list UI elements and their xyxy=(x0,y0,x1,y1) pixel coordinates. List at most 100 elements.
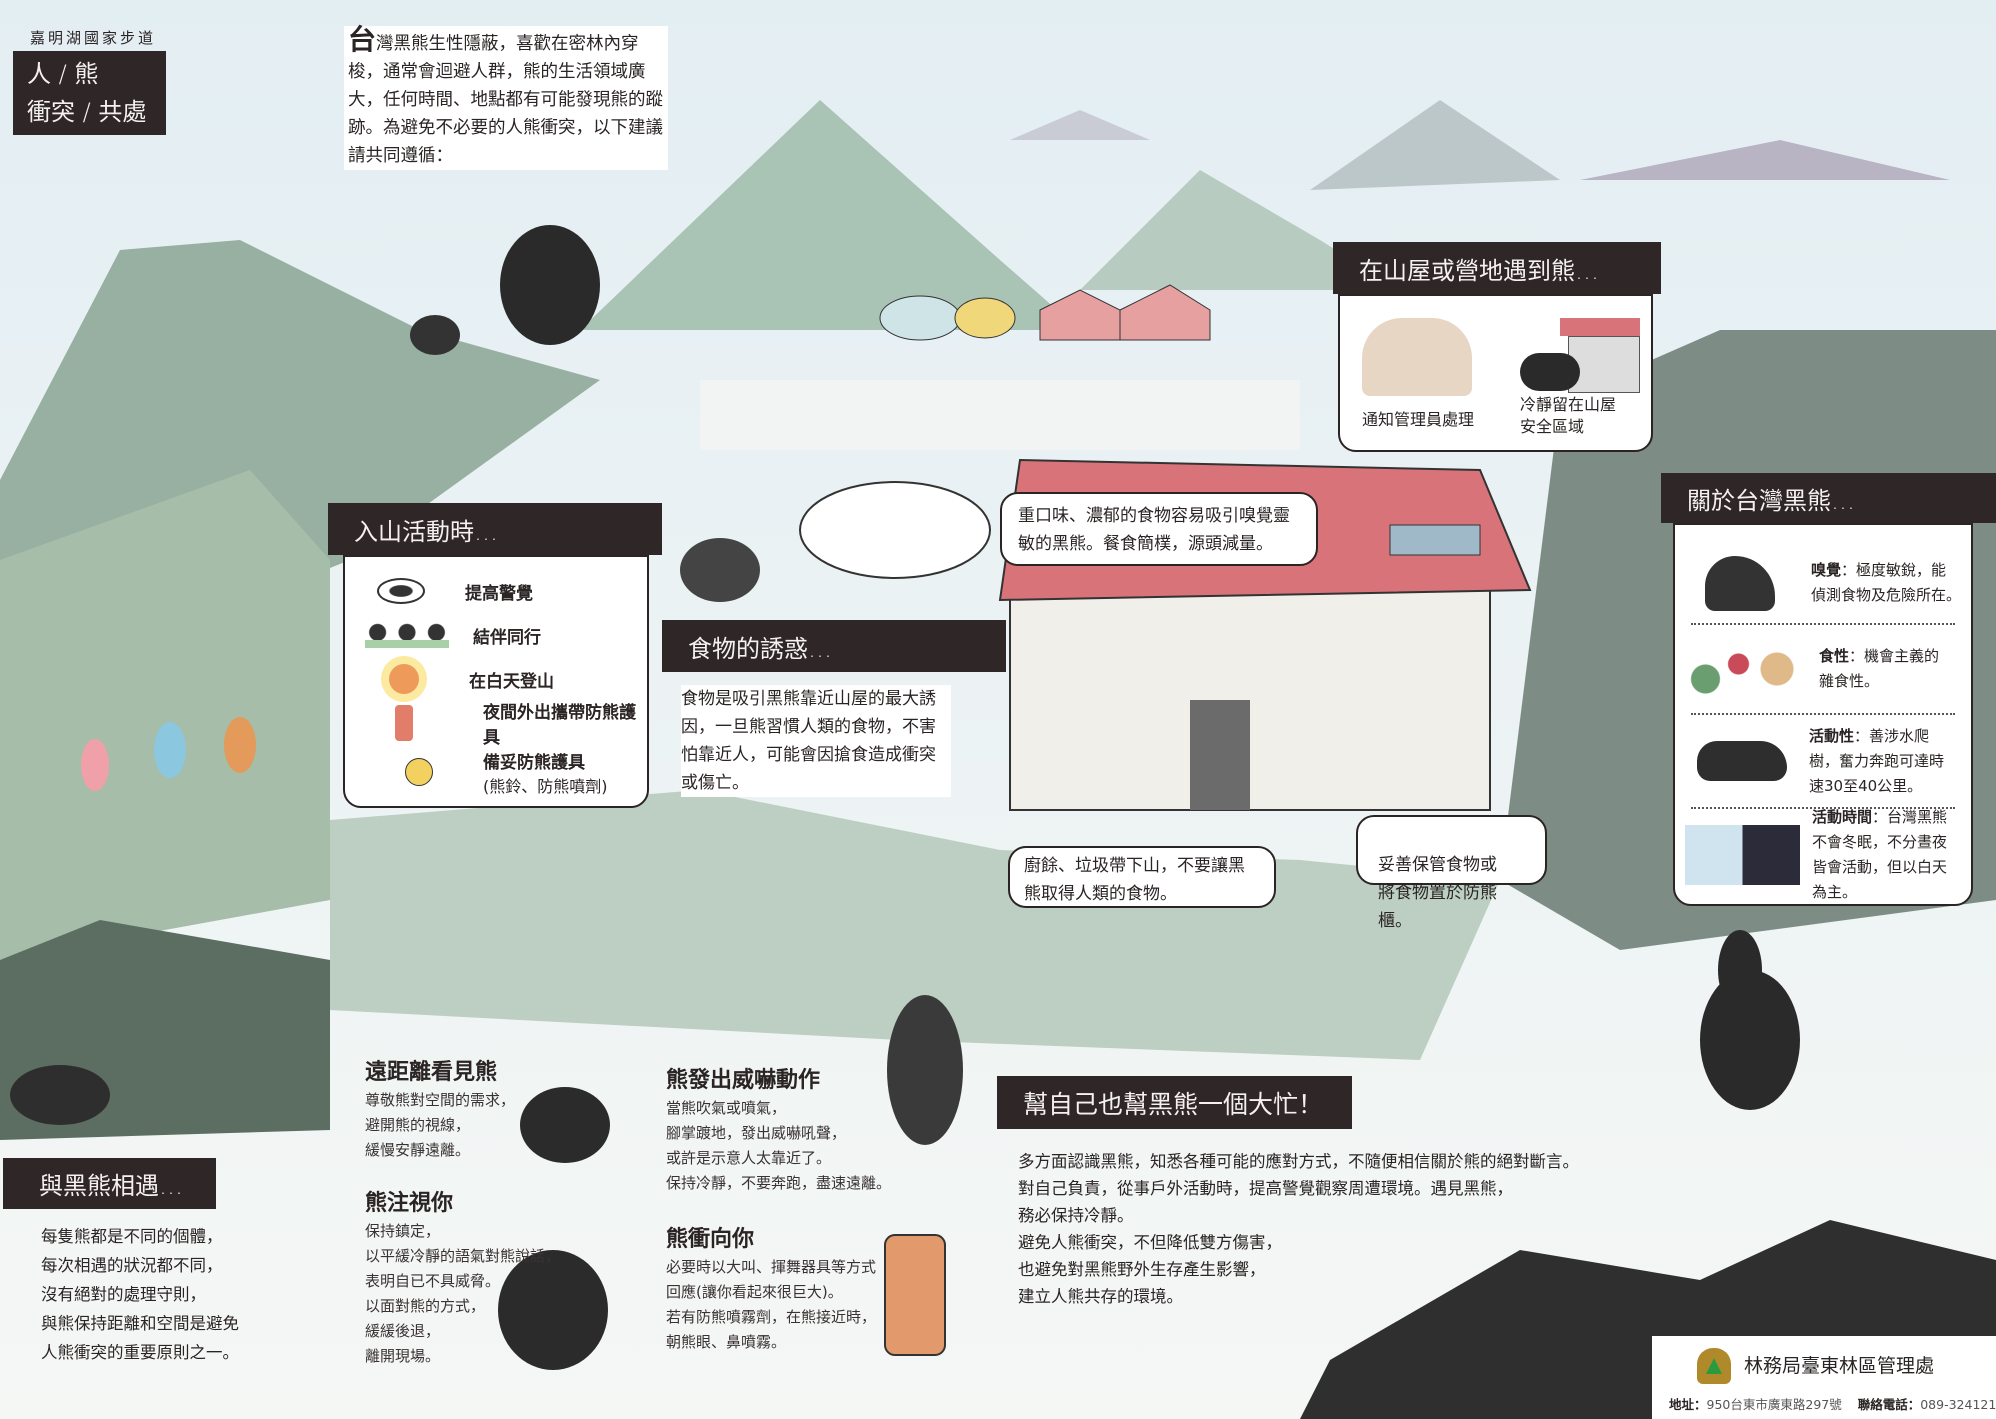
help-section-header: 幫自己也幫黑熊一個大忙！ xyxy=(997,1076,1352,1129)
bear-bell-icon xyxy=(405,758,433,786)
far-mountain xyxy=(1580,140,1950,180)
fact-term: 食性 xyxy=(1819,647,1850,665)
sun-icon xyxy=(389,664,419,694)
trash-bubble-text: 廚餘、垃圾帶下山，不要讓黑熊取得人類的食物。 xyxy=(1024,856,1245,904)
smell-speech-bubble: 重口味、濃郁的食物容易吸引嗅覺靈敏的黑熊。餐食簡樸，源頭減量。 xyxy=(1000,492,1318,566)
thought-bubble xyxy=(799,481,991,579)
about-section-header: 關於台灣黑熊… xyxy=(1661,473,1996,523)
encounter-case: 熊衝向你 必要時以大叫、揮舞器具等方式 回應(讓你看起來很巨大)。 若有防熊噴霧… xyxy=(666,1225,876,1355)
fact-text: 活動性：善涉水爬樹，奮力奔跑可達時速30至40公里。 xyxy=(1809,726,1945,795)
title-line-2: 衝突 / 共處 xyxy=(27,98,147,126)
tip-item: 在白天登山 xyxy=(365,657,647,701)
divider xyxy=(1691,713,1955,715)
tip-item: 結伴同行 xyxy=(365,613,647,657)
case-title: 遠距離看見熊 xyxy=(365,1060,498,1085)
hut-section-header: 在山屋或營地遇到熊… xyxy=(1333,242,1661,294)
mountain-section-header: 入山活動時… xyxy=(328,503,662,555)
tip-item: 提高警覺 xyxy=(365,569,647,613)
encounter-case: 遠距離看見熊 尊敬熊對空間的需求， 避開熊的視線， 緩慢安靜遠離。 xyxy=(365,1058,515,1163)
far-mountain xyxy=(1310,100,1560,190)
left-slope xyxy=(0,470,330,960)
intro-drop-cap: 台 xyxy=(348,23,377,56)
bear-sniffing-icon xyxy=(1705,555,1775,611)
agency-name: 林務局臺東林區管理處 xyxy=(1744,1355,1935,1377)
fact-desc: 台灣黑熊不會冬眠，不分晝夜皆會活動，但以白天為主。 xyxy=(1812,808,1948,901)
intro-text: 台灣黑熊生性隱蔽，喜歡在密林內穿梭，通常會迴避人群，熊的生活領域廣大，任何時間、… xyxy=(344,26,668,170)
fact-text: 食性：機會主義的雜食性。 xyxy=(1819,647,1940,690)
case-title: 熊注視你 xyxy=(365,1191,454,1216)
bear-illustration xyxy=(498,1250,608,1370)
food-section-title: 食物的誘惑… xyxy=(688,634,832,663)
fact-text: 嗅覺：極度敏銳，能偵測食物及危險所在。 xyxy=(1811,561,1962,604)
ranger-icon xyxy=(1362,318,1472,396)
case-text: 保持鎮定， 以平緩冷靜的語氣對熊說話， 表明自已不具威脅。 以面對熊的方式， 緩… xyxy=(365,1222,561,1365)
fact-term: 活動性 xyxy=(1809,726,1855,745)
case-text: 當熊吹氣或噴氣， 腳掌踱地，發出威嚇吼聲， 或許是示意人太靠近了。 保持冷靜，不… xyxy=(666,1099,892,1192)
case-title: 熊發出威嚇動作 xyxy=(666,1068,821,1093)
day-night-icon xyxy=(1685,825,1800,885)
hut-item-label: 冷靜留在山屋 安全區域 xyxy=(1520,395,1617,436)
footer-agency-box: 林務局臺東林區管理處 地址：950台東市廣東路297號 聯絡電話：089-324… xyxy=(1652,1336,1996,1419)
tip-label: 備妥防熊護具 xyxy=(483,752,585,773)
about-section-card: 嗅覺：極度敏銳，能偵測食物及危險所在。 食性：機會主義的雜食性。 活動性：善涉水… xyxy=(1673,523,1973,906)
encounter-case: 熊發出威嚇動作 當熊吹氣或噴氣， 腳掌踱地，發出威嚇吼聲， 或許是示意人太靠近了… xyxy=(666,1066,891,1196)
encounter-section-header: 與黑熊相遇… xyxy=(3,1158,216,1209)
bear-illustration xyxy=(410,315,460,355)
fact-text: 活動時間：台灣黑熊不會冬眠，不分晝夜皆會活動，但以白天為主。 xyxy=(1812,808,1948,901)
hut-section-title: 在山屋或營地遇到熊… xyxy=(1359,256,1599,285)
bear-illustration xyxy=(10,1065,110,1125)
trail-name: 嘉明湖國家步道 xyxy=(30,29,157,47)
bear-spray-illustration xyxy=(884,1234,946,1356)
phone-label: 聯絡電話： xyxy=(1857,1397,1921,1412)
hut-item-label: 通知管理員處理 xyxy=(1362,410,1475,429)
running-bear-icon xyxy=(1697,741,1787,781)
phone-value: 089-324121 xyxy=(1920,1397,1996,1412)
food-section-header: 食物的誘惑… xyxy=(662,620,1006,672)
tip-item: 備妥防熊護具 (熊鈴、防熊噴劑) xyxy=(365,745,647,799)
bear-illustration xyxy=(887,995,963,1145)
bear-spray-icon xyxy=(395,705,413,741)
fact-item: 活動時間：台灣黑熊不會冬眠，不分晝夜皆會活動，但以白天為主。 xyxy=(1675,808,1971,901)
mountain-section-title: 入山活動時… xyxy=(354,517,498,546)
fact-item: 食性：機會主義的雜食性。 xyxy=(1675,625,1971,713)
fact-desc: 善涉水爬樹，奮力奔跑可達時速30至40公里。 xyxy=(1809,726,1945,795)
fact-desc: 極度敏銳，能偵測食物及危險所在。 xyxy=(1811,561,1962,604)
storage-bubble-text: 妥善保管食物或 將食物置於防熊櫃。 xyxy=(1378,855,1497,931)
bear-head-icon xyxy=(680,538,760,602)
food-section-text: 食物是吸引黑熊靠近山屋的最大誘因，一旦熊習慣人類的食物，不害怕靠近人，可能會因搶… xyxy=(681,685,951,797)
fact-item: 嗅覺：極度敏銳，能偵測食物及危險所在。 xyxy=(1675,543,1971,623)
food-items-icon xyxy=(1689,644,1799,694)
poster-title: 人 / 熊 衝突 / 共處 xyxy=(13,51,166,135)
storage-speech-bubble: 妥善保管食物或 將食物置於防熊櫃。 xyxy=(1356,815,1547,931)
mountain-section-card: 提高警覺 結伴同行 在白天登山 夜間外出攜帶防熊護具 備妥防熊護具 (熊鈴、防熊… xyxy=(343,555,649,808)
far-mountain xyxy=(1010,110,1150,140)
bear-illustration xyxy=(1700,970,1800,1110)
hut-section-card: 通知管理員處理 冷靜留在山屋 安全區域 xyxy=(1338,294,1653,452)
address-label: 地址： xyxy=(1669,1397,1707,1412)
eye-icon xyxy=(377,578,425,604)
case-title: 熊衝向你 xyxy=(666,1227,755,1252)
fact-item: 活動性：善涉水爬樹，奮力奔跑可達時速30至40公里。 xyxy=(1675,715,1971,807)
fact-term: 嗅覺 xyxy=(1811,561,1842,579)
case-text: 尊敬熊對空間的需求， 避開熊的視線， 緩慢安靜遠離。 xyxy=(365,1091,516,1159)
case-text: 必要時以大叫、揮舞器具等方式 回應(讓你看起來很巨大)。 若有防熊噴霧劑，在熊接… xyxy=(666,1258,877,1351)
fact-term: 活動時間 xyxy=(1812,808,1873,826)
encounter-section-text: 每隻熊都是不同的個體， 每次相遇的狀況都不同， 沒有絕對的處理守則， 與熊保持距… xyxy=(41,1227,239,1362)
bear-illustration xyxy=(520,1087,610,1163)
fact-desc: 機會主義的雜食性。 xyxy=(1819,647,1940,690)
tip-label: 夜間外出攜帶防熊護具 xyxy=(483,703,636,748)
smell-bubble-text: 重口味、濃郁的食物容易吸引嗅覺靈敏的黑熊。餐食簡樸，源頭減量。 xyxy=(1018,506,1290,554)
help-section-title: 幫自己也幫黑熊一個大忙！ xyxy=(1023,1089,1324,1119)
ridge xyxy=(1080,170,1400,290)
trash-speech-bubble: 廚餘、垃圾帶下山，不要讓黑熊取得人類的食物。 xyxy=(1008,846,1276,908)
tip-sublabel: (熊鈴、防熊噴劑) xyxy=(483,776,608,796)
encounter-section-title: 與黑熊相遇… xyxy=(39,1172,183,1200)
about-section-title: 關於台灣黑熊… xyxy=(1687,486,1855,515)
encounter-case: 熊注視你 保持鎮定， 以平緩冷靜的語氣對熊說話， 表明自已不具威脅。 以面對熊的… xyxy=(365,1189,560,1369)
tip-label: 結伴同行 xyxy=(473,627,541,648)
hikers-icon xyxy=(365,622,449,648)
divider xyxy=(1691,807,1955,809)
tip-label: 在白天登山 xyxy=(469,671,554,692)
address-value: 950台東市廣東路297號 xyxy=(1706,1397,1842,1412)
tip-label: 提高警覺 xyxy=(465,583,533,604)
